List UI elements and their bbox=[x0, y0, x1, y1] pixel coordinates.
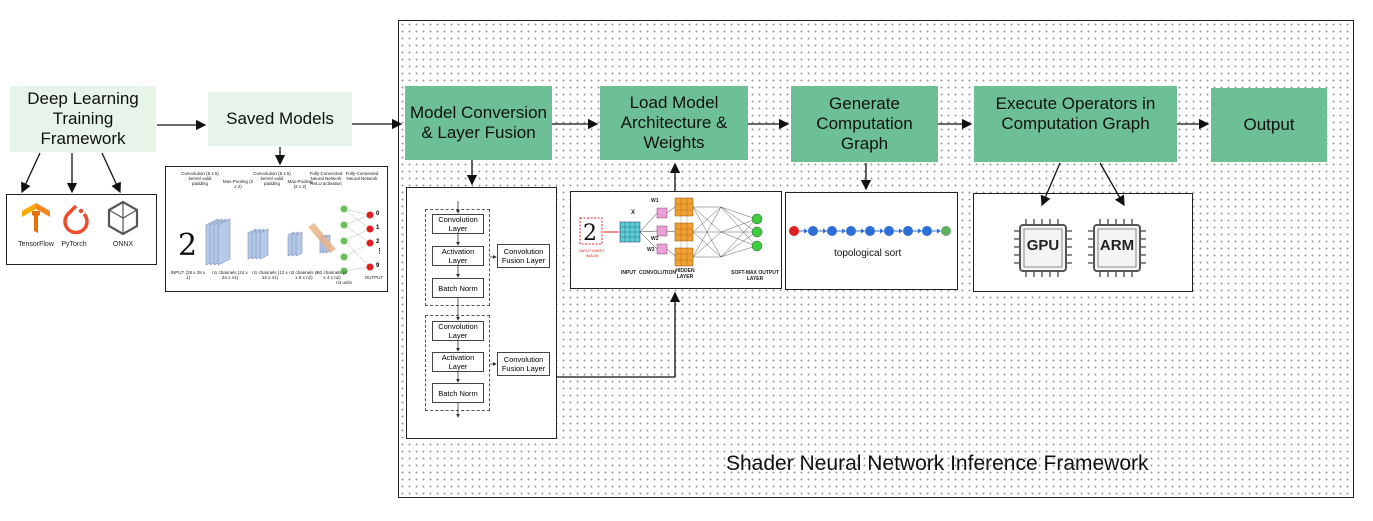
mnist-input-label: INPUT MNIST IMAGE bbox=[579, 248, 605, 258]
graph-node bbox=[808, 226, 818, 236]
framework-label: TensorFlow bbox=[18, 241, 54, 248]
stage-load-model: Load Model Architecture & Weights bbox=[600, 86, 748, 160]
mnist-weight-label: W1 bbox=[651, 198, 659, 204]
cnn-output-digit: 9 bbox=[376, 263, 380, 269]
batchnorm-layer-block: Batch Norm bbox=[432, 278, 484, 298]
tensorflow-icon bbox=[19, 201, 53, 235]
cnn-output-digit: 2 bbox=[376, 239, 380, 245]
framework-label: PyTorch bbox=[61, 241, 87, 248]
mnist-network-figure: 2 bbox=[570, 191, 782, 289]
cnn-header-label: Convolution (5 x 5) kernel valid padding bbox=[253, 171, 291, 186]
saved-models-box: Saved Models bbox=[208, 92, 352, 146]
cnn-footer-label: n3 units bbox=[336, 280, 352, 285]
graph-node bbox=[884, 226, 894, 236]
gpu-chip-icon: GPU bbox=[1012, 217, 1074, 279]
graph-node bbox=[789, 226, 799, 236]
batchnorm-layer-block: Batch Norm bbox=[432, 383, 484, 403]
svg-text:2: 2 bbox=[583, 221, 597, 246]
pytorch-icon bbox=[61, 203, 91, 235]
cnn-footer-label: INPUT (28 x 28 x 1) bbox=[170, 270, 206, 280]
stage-model-conversion: Model Conversion & Layer Fusion bbox=[405, 86, 552, 160]
mnist-bottom-label: INPUT bbox=[621, 270, 636, 276]
mnist-bottom-label: SOFT-MAX OUTPUT LAYER bbox=[731, 270, 779, 282]
fusion-group bbox=[425, 209, 490, 306]
graph-node bbox=[922, 226, 932, 236]
onnx-icon bbox=[105, 200, 141, 236]
graph-edge-arrow bbox=[861, 228, 865, 234]
conv-fusion-layer-block: Convolution Fusion Layer bbox=[497, 352, 550, 376]
mnist-bottom-label: CONVOLUTION bbox=[639, 270, 676, 276]
conv-layer-block: Convolution Layer bbox=[432, 214, 484, 234]
cnn-output-digit: 0 bbox=[376, 211, 380, 217]
fusion-group bbox=[425, 315, 490, 411]
mnist-x-label: X bbox=[631, 210, 636, 216]
computation-graph-panel: topological sort bbox=[785, 192, 958, 290]
cnn-footer-label: OUTPUT bbox=[364, 275, 384, 280]
cnn-output-digit: 1 bbox=[376, 225, 380, 231]
graph-node bbox=[865, 226, 875, 236]
framework-title: Shader Neural Network Inference Framewor… bbox=[726, 452, 1149, 475]
hardware-panel: GPU ARM bbox=[973, 193, 1193, 292]
cnn-layers-drawing: 2 bbox=[178, 205, 374, 275]
cnn-header-label: Max-Pooling (2 x 2) bbox=[287, 179, 313, 189]
cnn-footer-label: n1 channels (12 x 12 x n1) bbox=[252, 270, 288, 280]
conv-fusion-layer-block: Convolution Fusion Layer bbox=[497, 244, 550, 268]
framework-logos-panel: TensorFlow PyTorch ONNX bbox=[6, 194, 157, 265]
graph-edge-arrow bbox=[918, 228, 922, 234]
graph-edge-arrow bbox=[842, 228, 846, 234]
cnn-output-ellipsis: ⋮ bbox=[376, 248, 383, 255]
graph-edge-arrow bbox=[899, 228, 903, 234]
activation-layer-block: Activation Layer bbox=[432, 352, 484, 372]
cnn-footer-label: n2 channels (4 x 4 x n2) bbox=[317, 270, 347, 280]
graph-node bbox=[941, 226, 951, 236]
conv-layer-block: Convolution Layer bbox=[432, 321, 484, 341]
mnist-weight-label: W3 bbox=[647, 247, 655, 253]
cnn-header-label: Fully-Connected Neural Network bbox=[345, 171, 379, 181]
svg-text:2: 2 bbox=[178, 228, 197, 263]
cnn-header-label: Max-Pooling (2 x 2) bbox=[222, 179, 254, 189]
stage-generate-graph: Generate Computation Graph bbox=[791, 86, 938, 162]
fusion-arrows bbox=[456, 201, 497, 418]
graph-node bbox=[827, 226, 837, 236]
cnn-footer-label: n1 channels (24 x 24 x n1) bbox=[212, 270, 248, 280]
mnist-bottom-label: HIDDEN LAYER bbox=[675, 268, 695, 280]
graph-edge-arrow bbox=[823, 228, 827, 234]
stage-execute-operators: Execute Operators in Computation Graph bbox=[974, 86, 1177, 162]
gpu-label: GPU bbox=[1026, 237, 1060, 254]
graph-node bbox=[846, 226, 856, 236]
cnn-architecture-figure: Convolution (5 x 5) kernel valid padding… bbox=[165, 166, 388, 292]
cnn-footer-label: n2 channels (8 x 8 x n2) bbox=[289, 270, 319, 280]
graph-chain-drawing bbox=[789, 226, 951, 236]
mnist-network-drawing: 2 bbox=[579, 197, 763, 267]
arm-chip-icon: ARM bbox=[1086, 217, 1148, 279]
graph-edge-arrow bbox=[880, 228, 884, 234]
graph-node bbox=[903, 226, 913, 236]
graph-edge-arrow bbox=[937, 228, 941, 234]
graph-edge-arrow bbox=[804, 228, 808, 234]
cnn-header-label: Fully-Connected Neural Network ReLU acti… bbox=[309, 171, 343, 186]
graph-caption: topological sort bbox=[834, 248, 902, 259]
activation-layer-block: Activation Layer bbox=[432, 246, 484, 266]
mnist-weight-label: W2 bbox=[651, 236, 659, 242]
training-framework-box: Deep Learning Training Framework bbox=[10, 86, 156, 152]
stage-output: Output bbox=[1211, 88, 1327, 162]
framework-label: ONNX bbox=[112, 241, 134, 248]
cnn-header-label: Convolution (5 x 5) kernel valid padding bbox=[181, 171, 219, 186]
arm-label: ARM bbox=[1099, 237, 1135, 254]
